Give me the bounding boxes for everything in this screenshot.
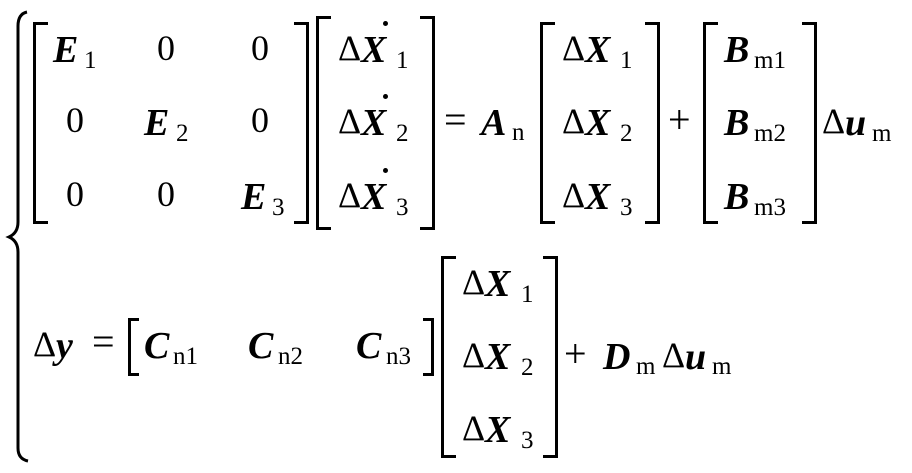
e12: 0 [157, 28, 175, 68]
b1-subscript: m1 [754, 47, 786, 74]
delta-symbol: Δ [462, 408, 486, 448]
x-right-bracket [645, 22, 660, 224]
xdot2-subscript: 2 [396, 120, 409, 147]
c1-subscript: n1 [173, 343, 198, 370]
xdot-left-bracket [316, 16, 331, 230]
e21: 0 [66, 100, 84, 140]
input-u-subscript: m [872, 120, 892, 147]
c2-subscript: n2 [278, 343, 303, 370]
delta-symbol: Δ [562, 101, 586, 141]
xdot-right-bracket [420, 16, 435, 230]
a-matrix-symbol: A [481, 102, 507, 144]
xdot1-subscript: 1 [396, 47, 409, 74]
xdot1-symbol: X [361, 29, 387, 71]
derivative-dot [383, 94, 388, 99]
e33-subscript: 3 [272, 194, 285, 221]
xdot2-symbol: X [361, 102, 387, 144]
c-left-bracket [128, 318, 139, 376]
x2-subscript: 2 [620, 120, 633, 147]
e31: 0 [66, 174, 84, 214]
c1-symbol: C [144, 325, 170, 367]
c-right-bracket [423, 318, 434, 376]
x2-right-bracket [543, 256, 558, 458]
e22-subscript: 2 [176, 120, 189, 147]
b-left-bracket [703, 22, 718, 224]
delta-symbol: Δ [338, 28, 362, 68]
e23: 0 [251, 100, 269, 140]
x2-subscript: 2 [521, 354, 534, 381]
derivative-dot [383, 21, 388, 26]
e11-symbol: E [53, 29, 79, 71]
c3-subscript: n3 [386, 343, 411, 370]
b1-symbol: B [724, 29, 750, 71]
c3-symbol: C [356, 325, 382, 367]
delta-symbol: Δ [338, 101, 362, 141]
e11-subscript: 1 [84, 47, 97, 74]
b3-subscript: m3 [754, 194, 786, 221]
a-matrix-subscript: n [512, 119, 525, 146]
input-u-symbol: u [845, 102, 867, 144]
x1-symbol: X [585, 29, 611, 71]
e22-symbol: E [144, 102, 170, 144]
xdot3-symbol: X [361, 176, 387, 218]
x3-symbol: X [585, 176, 611, 218]
c2-symbol: C [248, 325, 274, 367]
x3-subscript: 3 [521, 427, 534, 454]
b2-symbol: B [724, 102, 750, 144]
equals-sign: = [444, 97, 467, 142]
delta-symbol: Δ [338, 175, 362, 215]
input-u-subscript: m [712, 353, 732, 380]
x1-symbol: X [485, 263, 511, 305]
delta-symbol: Δ [562, 28, 586, 68]
e-matrix-left-bracket [33, 22, 48, 224]
x1-subscript: 1 [620, 47, 633, 74]
plus-sign: + [668, 97, 691, 142]
input-u-symbol: u [685, 336, 707, 378]
b-right-bracket [802, 22, 817, 224]
d-matrix-subscript: m [636, 353, 656, 380]
delta-symbol: Δ [33, 324, 57, 364]
e33-symbol: E [241, 176, 267, 218]
delta-symbol: Δ [822, 101, 846, 141]
b2-subscript: m2 [754, 120, 786, 147]
x3-subscript: 3 [620, 194, 633, 221]
plus-sign: + [564, 331, 587, 376]
x2-left-bracket [441, 256, 456, 458]
delta-symbol: Δ [462, 335, 486, 375]
delta-symbol: Δ [662, 335, 686, 375]
equals-sign: = [92, 319, 115, 364]
d-matrix-symbol: D [603, 336, 631, 378]
e-matrix-right-bracket [294, 22, 309, 224]
derivative-dot [383, 168, 388, 173]
e13: 0 [251, 28, 269, 68]
x2-symbol: X [485, 336, 511, 378]
x-left-bracket [540, 22, 555, 224]
xdot3-subscript: 3 [396, 194, 409, 221]
output-y-symbol: y [56, 325, 73, 367]
e32: 0 [157, 174, 175, 214]
delta-symbol: Δ [562, 175, 586, 215]
left-brace [5, 10, 29, 463]
x2-symbol: X [585, 102, 611, 144]
x1-subscript: 1 [521, 281, 534, 308]
b3-symbol: B [724, 176, 750, 218]
delta-symbol: Δ [462, 262, 486, 302]
x3-symbol: X [485, 409, 511, 451]
